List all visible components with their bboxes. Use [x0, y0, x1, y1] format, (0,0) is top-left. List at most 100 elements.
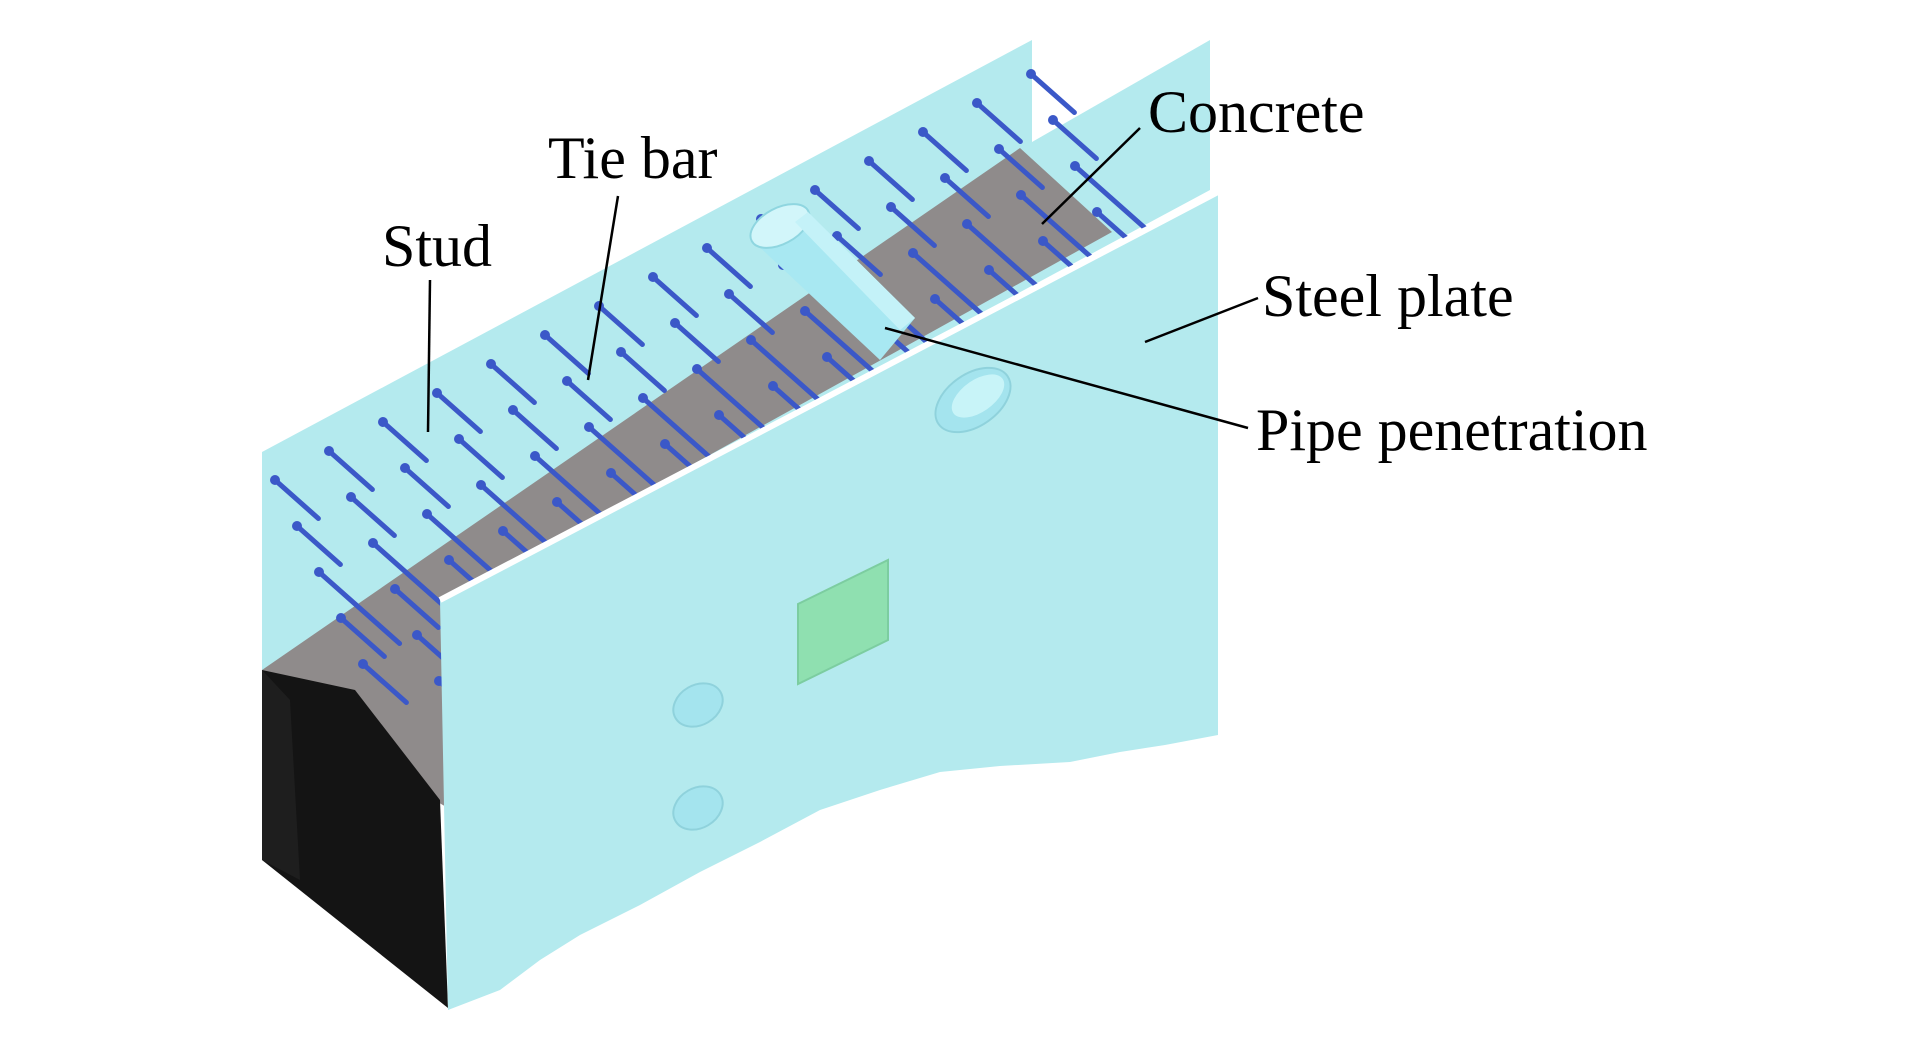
embedded-plate: [797, 558, 889, 686]
stud-head: [746, 335, 756, 345]
stud-head: [638, 393, 648, 403]
stud-head: [432, 388, 442, 398]
stud-head: [1048, 115, 1058, 125]
leader-pipe-penetration: [884, 326, 1249, 430]
stud-head: [562, 376, 572, 386]
stud-head: [292, 521, 302, 531]
stud-head: [962, 219, 972, 229]
stud: [272, 477, 321, 521]
stud: [402, 465, 451, 509]
stud: [360, 661, 409, 705]
stud: [434, 390, 483, 434]
stud: [672, 320, 721, 364]
stud: [294, 523, 343, 567]
stud-head: [940, 173, 950, 183]
stud-head: [768, 381, 778, 391]
plate-edge-highlight: [438, 189, 1220, 603]
stud: [726, 291, 775, 335]
stud: [650, 274, 699, 318]
stud-head: [800, 306, 810, 316]
stud-head: [400, 463, 410, 473]
stud: [996, 146, 1045, 190]
stud: [618, 349, 667, 393]
stud-head: [498, 526, 508, 536]
stud: [392, 586, 441, 630]
stud: [888, 204, 937, 248]
stud-head: [670, 318, 680, 328]
stud: [1028, 71, 1077, 115]
stud-head: [378, 417, 388, 427]
stud-head: [1070, 161, 1080, 171]
stud: [834, 233, 883, 277]
stud-head: [412, 630, 422, 640]
leader-concrete: [1041, 127, 1141, 225]
stud: [920, 129, 969, 173]
tie-bar: [1018, 192, 1105, 269]
stud-head: [324, 446, 334, 456]
stud-head: [1038, 236, 1048, 246]
stud-head: [476, 480, 486, 490]
leader-steel-plate: [1144, 296, 1259, 344]
stud-head: [552, 497, 562, 507]
stud-head: [918, 127, 928, 137]
stud-head: [486, 359, 496, 369]
concrete-section-gap: [262, 670, 300, 880]
stud-head: [508, 405, 518, 415]
stud-head: [660, 439, 670, 449]
stud: [338, 615, 387, 659]
stud-head: [908, 248, 918, 258]
label-tie-bar: Tie bar: [548, 125, 717, 191]
small-hole-2: [672, 785, 724, 831]
stud-head: [702, 243, 712, 253]
stud-head: [648, 272, 658, 282]
stud-head: [1092, 207, 1102, 217]
stud-head: [434, 676, 444, 686]
stud: [596, 303, 645, 347]
stud-head: [270, 475, 280, 485]
tie-bar: [910, 250, 997, 327]
stud-head: [530, 451, 540, 461]
stud: [456, 436, 505, 480]
stud: [812, 187, 861, 231]
leader-stud: [426, 279, 432, 433]
stud-head: [368, 538, 378, 548]
leader-tie-bar: [586, 195, 620, 381]
stud-head: [336, 613, 346, 623]
stud-head: [810, 185, 820, 195]
tie-bar: [964, 221, 1051, 298]
stud-head: [454, 434, 464, 444]
stud-head: [422, 509, 432, 519]
stud-head: [358, 659, 368, 669]
stud-head: [692, 364, 702, 374]
stud: [942, 175, 991, 219]
stud-head: [390, 584, 400, 594]
label-concrete: Concrete: [1148, 79, 1365, 145]
small-hole-1: [672, 682, 724, 728]
stud: [564, 378, 613, 422]
stud-head: [984, 265, 994, 275]
stud-head: [714, 410, 724, 420]
stud-head: [314, 567, 324, 577]
stud: [380, 419, 429, 463]
stud: [348, 494, 397, 538]
stud: [326, 448, 375, 492]
stud-head: [444, 555, 454, 565]
concrete-section: [262, 670, 448, 1008]
stud-head: [584, 422, 594, 432]
pipe-penetration: [749, 203, 915, 360]
stud-head: [616, 347, 626, 357]
stud: [704, 245, 753, 289]
stud: [510, 407, 559, 451]
label-stud: Stud: [382, 213, 492, 279]
stud-head: [994, 144, 1004, 154]
tie-bar: [316, 569, 403, 646]
stud-head: [724, 289, 734, 299]
stud-head: [886, 202, 896, 212]
stud-head: [822, 352, 832, 362]
stud-head: [1016, 190, 1026, 200]
label-steel-plate: Steel plate: [1262, 263, 1514, 329]
stud: [974, 100, 1023, 144]
stud: [866, 158, 915, 202]
